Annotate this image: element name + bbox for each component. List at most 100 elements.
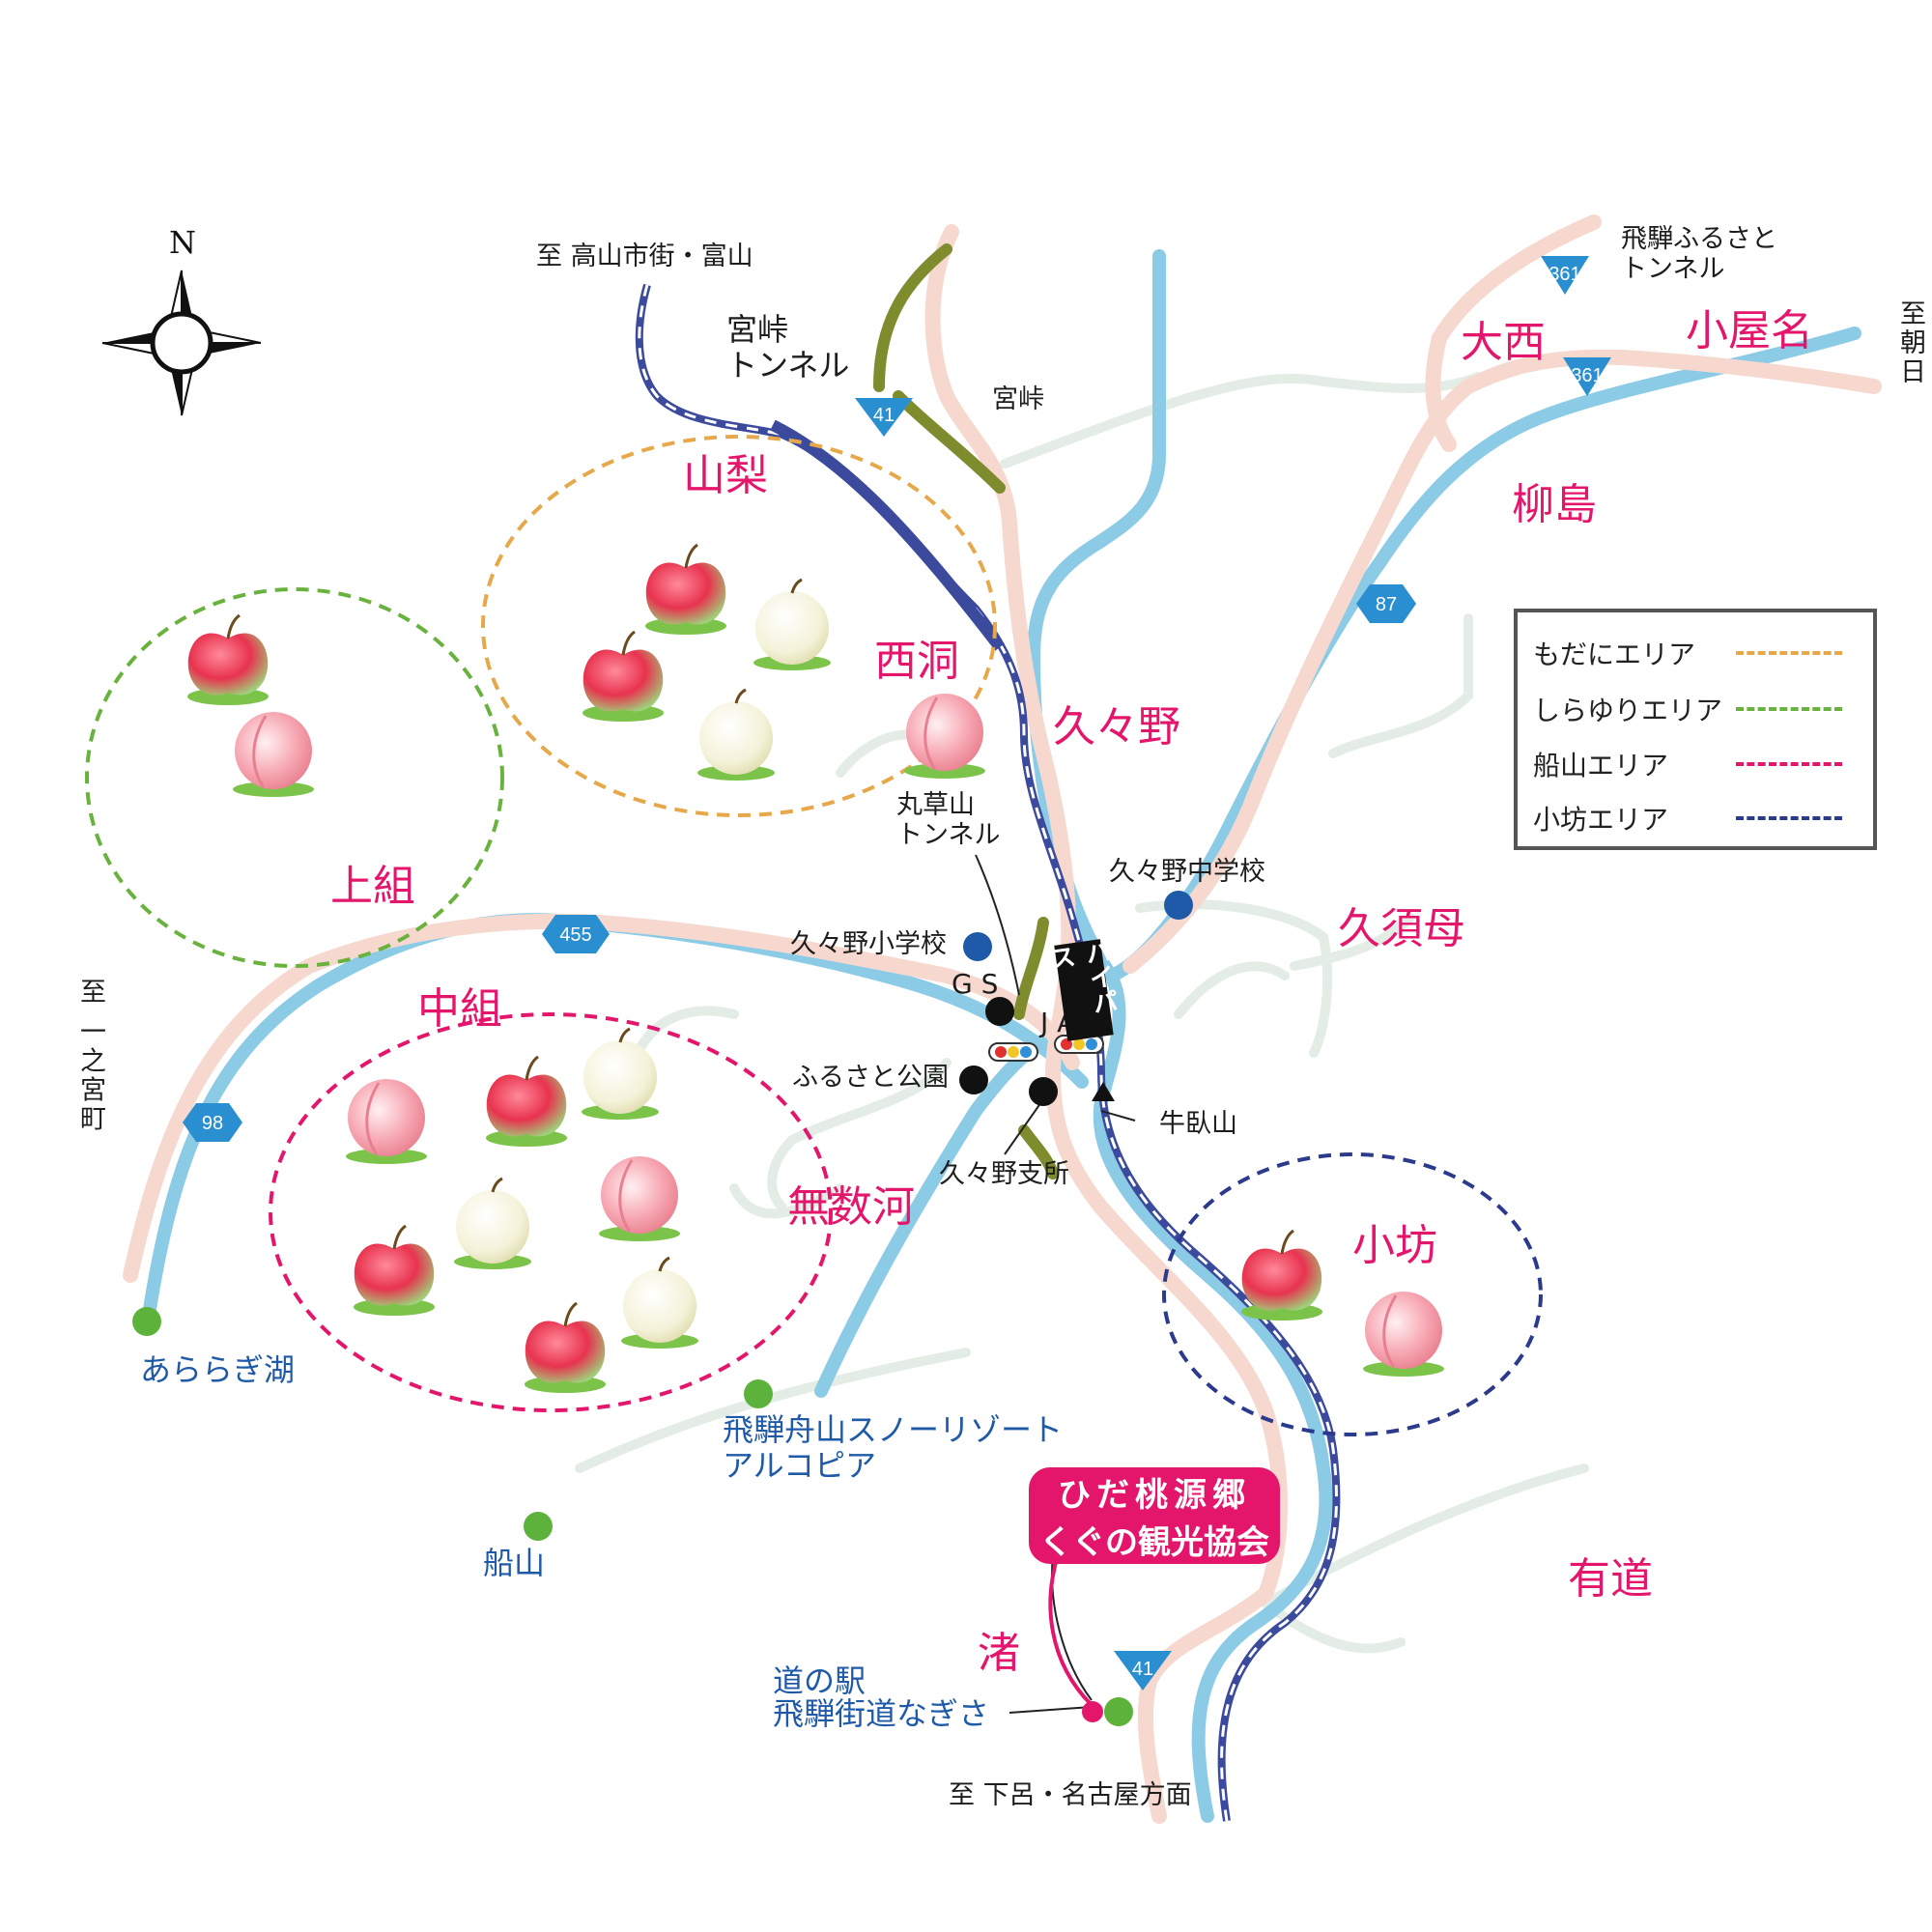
- traffic-light-icon: [988, 1042, 1038, 1062]
- place-furusato-park: ふるさと公園: [792, 1063, 949, 1093]
- legend-row: しらゆりエリア: [1533, 690, 1842, 728]
- area-kamigumi: 上組: [330, 862, 415, 911]
- legend-swatch: [1736, 651, 1842, 655]
- route-41-south-shield: 41: [1114, 1651, 1172, 1690]
- funayama-resort-marker: [744, 1379, 773, 1408]
- place-gs: G S: [952, 968, 999, 1000]
- pear-icon: [696, 688, 777, 782]
- place-kuguno-junior-high: 久々野中学校: [1109, 857, 1265, 887]
- leader-lines: [975, 854, 1136, 1714]
- legend-row: もだにエリア: [1533, 634, 1842, 672]
- landmark-markers: [132, 891, 1193, 1726]
- direction-takayama: 至 高山市街・富山: [536, 242, 753, 271]
- tourism-association-line2: くぐの観光協会: [1039, 1523, 1269, 1562]
- area-muzuko: 無数河: [787, 1182, 915, 1232]
- place-kuguno-elementary: 久々野小学校: [790, 929, 947, 959]
- place-miyatoge: 宮峠: [992, 384, 1044, 414]
- route-number: 455: [559, 924, 591, 946]
- legend-row: 船山エリア: [1533, 745, 1842, 783]
- area-yamanashi: 山梨: [683, 451, 768, 500]
- route-361-b-shield: 361: [1563, 357, 1611, 396]
- area-circle-obo: [1162, 1152, 1543, 1436]
- area-obo: 小坊: [1352, 1221, 1437, 1270]
- peach-icon: [344, 1077, 429, 1166]
- furusato-park-marker: [959, 1065, 988, 1094]
- legend-label: もだにエリア: [1533, 639, 1696, 670]
- peach-icon: [902, 692, 987, 781]
- area-nakagumi: 中組: [417, 984, 502, 1034]
- apple-icon: [643, 543, 728, 637]
- apple-icon: [484, 1055, 569, 1149]
- elementary-marker: [963, 932, 992, 961]
- route-number: 361: [1548, 264, 1580, 285]
- route-number: 361: [1571, 365, 1603, 386]
- area-nagisa: 渚: [978, 1629, 1020, 1678]
- route-number: 87: [1376, 594, 1397, 615]
- direction-ichinomiya: 至 一之宮町: [75, 978, 106, 1134]
- tunnel-miyatoge: 宮峠 トンネル: [726, 311, 850, 384]
- route-shields: 41 41 361 361 87 455 98: [183, 256, 1611, 1690]
- tourism-association-badge: ひだ桃源郷 くぐの観光協会: [1029, 1467, 1280, 1564]
- place-ushifuseyama: 牛臥山: [1159, 1109, 1237, 1139]
- spot-funayama: 船山: [483, 1545, 546, 1581]
- tunnel-maruzoyama: 丸草山 トンネル: [896, 790, 1001, 851]
- direction-gero: 至 下呂・名古屋方面: [949, 1780, 1192, 1810]
- legend: もだにエリア しらゆりエリア 船山エリア 小坊エリア: [1514, 609, 1877, 850]
- apple-icon: [581, 630, 666, 724]
- legend-label: 船山エリア: [1533, 750, 1669, 781]
- bypass-label: バイパス: [1044, 938, 1120, 1041]
- area-onishi: 大西: [1461, 318, 1546, 367]
- tunnels: [873, 243, 1059, 1179]
- legend-swatch: [1736, 762, 1842, 766]
- route-number: 98: [202, 1113, 223, 1134]
- pear-icon: [619, 1256, 700, 1350]
- route-455-shield: 455: [542, 915, 610, 953]
- place-kuguno-branch: 久々野支所: [939, 1159, 1069, 1189]
- direction-asahi: 至朝日: [1895, 299, 1926, 386]
- apple-icon: [523, 1301, 608, 1395]
- spot-michinoeki: 道の駅 飛騨街道なぎさ: [773, 1662, 990, 1732]
- michinoeki-marker: [1104, 1697, 1133, 1726]
- route-number: 41: [1132, 1659, 1153, 1680]
- route-98-shield: 98: [183, 1103, 242, 1142]
- mountain-icon: [1092, 1082, 1115, 1101]
- branch-office-marker: [1029, 1077, 1058, 1106]
- legend-swatch: [1736, 707, 1842, 711]
- area-nishibora: 西洞: [874, 637, 959, 686]
- tourism-association-line1: ひだ桃源郷: [1058, 1476, 1251, 1515]
- funayama-marker: [524, 1512, 553, 1541]
- legend-row: 小坊エリア: [1533, 799, 1842, 838]
- railway: [635, 283, 1341, 1822]
- route-41-north-shield: 41: [855, 398, 913, 437]
- compass-north-label: N: [169, 224, 196, 261]
- peach-icon: [1361, 1290, 1446, 1378]
- kyokai-pointer: [1048, 1554, 1094, 1707]
- area-arimichi: 有道: [1568, 1554, 1653, 1604]
- pear-icon: [752, 578, 833, 672]
- apple-icon: [352, 1224, 437, 1318]
- route-87-shield: 87: [1356, 584, 1416, 623]
- area-kosuba: 久須母: [1338, 904, 1465, 953]
- tunnel-hida-furusato: 飛騨ふるさと トンネル: [1621, 224, 1777, 285]
- area-koyana: 小屋名: [1686, 306, 1813, 355]
- legend-label: しらゆりエリア: [1533, 695, 1723, 726]
- area-circle-funayama: [269, 1012, 833, 1412]
- araragi-marker: [132, 1307, 161, 1336]
- apple-icon: [185, 613, 270, 707]
- apple-icon: [1239, 1229, 1324, 1322]
- spot-funayama-resort: 飛騨舟山スノーリゾート アルコピア: [723, 1411, 1064, 1484]
- kyokai-marker: [1082, 1701, 1103, 1722]
- area-yanagishima: 柳島: [1512, 480, 1597, 529]
- area-circle-modani: [481, 435, 997, 817]
- area-circle-shirayuri: [85, 587, 504, 968]
- route-number: 41: [873, 405, 895, 426]
- area-kuguno: 久々野: [1053, 702, 1180, 752]
- gs-marker: [985, 997, 1014, 1026]
- legend-label: 小坊エリア: [1533, 804, 1669, 836]
- spot-araragi: あららぎ湖: [140, 1351, 296, 1388]
- junior-high-marker: [1164, 891, 1193, 920]
- compass-rose-icon: [101, 270, 262, 416]
- peach-icon: [231, 710, 316, 799]
- pear-icon: [452, 1177, 533, 1271]
